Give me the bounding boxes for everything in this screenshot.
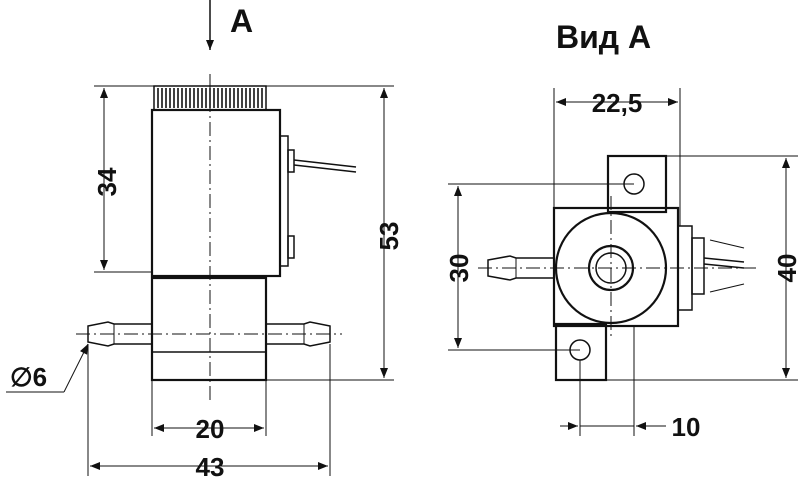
dim-coil-height: 34 [92, 167, 122, 196]
dim-20 [151, 380, 267, 436]
dim-22-5 [553, 88, 681, 226]
dim-30 [448, 183, 634, 351]
front-connector [677, 225, 745, 311]
dim-40 [606, 155, 798, 381]
coil-body [150, 108, 282, 278]
bottom-mounting-tab [554, 322, 608, 382]
dim-total-width: 43 [196, 452, 225, 479]
dim-34 [94, 85, 154, 273]
dim-total-height-front: 40 [772, 254, 800, 283]
dim-10 [560, 326, 666, 436]
dim-43 [87, 344, 331, 476]
side-view: 34 53 20 43 ∅6 [6, 74, 404, 479]
view-arrow-label: А [230, 3, 253, 39]
dim-nozzle-diameter: ∅6 [10, 362, 47, 392]
knurled-cap [153, 85, 267, 111]
wire-connector [279, 135, 357, 267]
view-title: Вид А [556, 19, 651, 55]
dim-diameter-leader [6, 343, 89, 393]
front-view: 22,5 30 40 10 [444, 88, 800, 442]
dim-top-width: 22,5 [592, 88, 643, 118]
dim-total-height-side: 53 [374, 222, 404, 251]
dim-offset: 10 [672, 412, 701, 442]
dim-hole-spacing: 30 [444, 254, 474, 283]
valve-base [150, 276, 268, 382]
dim-body-width: 20 [196, 414, 225, 444]
